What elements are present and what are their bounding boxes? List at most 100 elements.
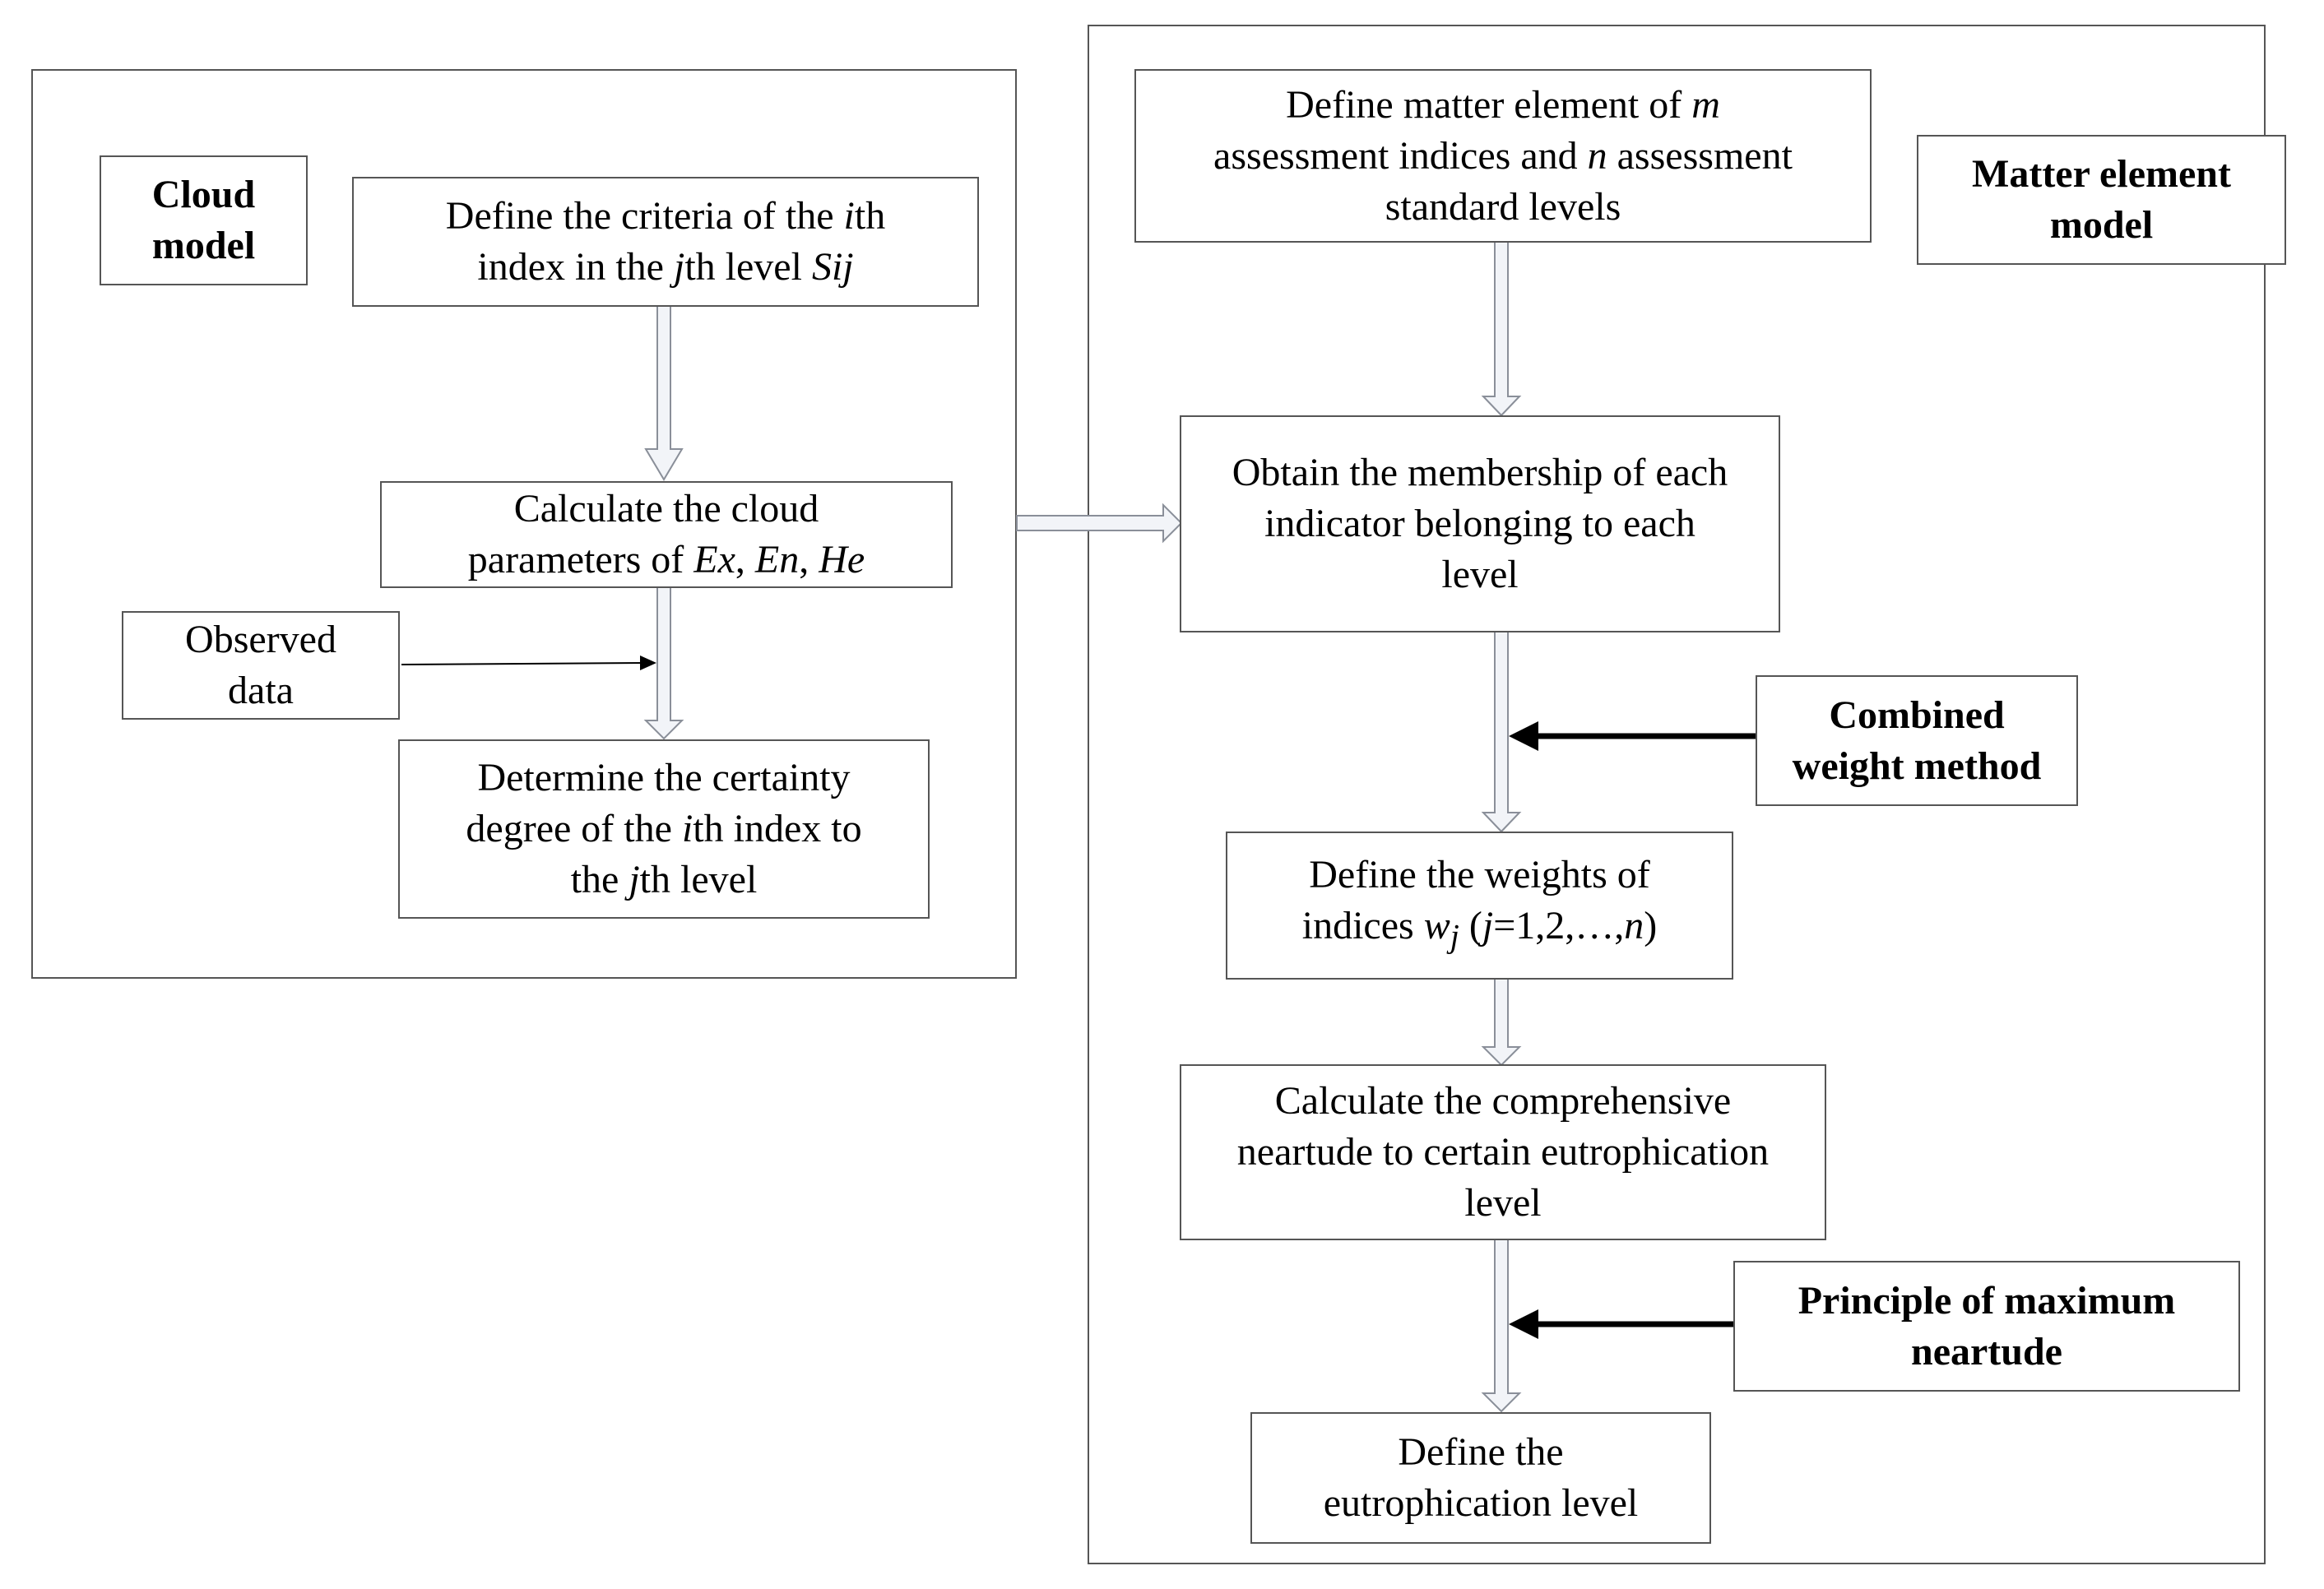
text-run: Define matter element of (1286, 82, 1692, 127)
text-line: level (1441, 549, 1518, 600)
arrow-matter-step4-to-step5 (1481, 1239, 1522, 1413)
text-run: He (819, 538, 865, 581)
text-run: indices (1301, 903, 1424, 947)
text-line: level (1464, 1178, 1541, 1229)
text-run: th index to (693, 807, 862, 850)
text-line: neartude (1911, 1329, 2062, 1374)
text-line: Obtain the membership of each (1232, 447, 1728, 498)
text-run: th level (684, 245, 812, 289)
text-line: Define the weights of (1309, 850, 1650, 901)
text-run: Determine the certainty (477, 756, 851, 799)
matter-element-model-label: Matter element model (1917, 135, 2286, 265)
text-run: Define the weights of (1309, 852, 1650, 896)
text-line: Define the criteria of the ith (446, 191, 885, 242)
text-run: indicator belonging to each (1264, 502, 1695, 545)
arrow-cloud-step1-to-step2 (644, 305, 684, 481)
cloud-step-calculate-parameters: Calculate the cloud parameters of Ex, En,… (380, 481, 953, 588)
text-line: data (228, 665, 294, 716)
arrow-cloud-step2-to-step3 (643, 586, 684, 740)
combined-weight-method-box: Combined weight method (1756, 675, 2078, 806)
matter-step-membership: Obtain the membership of each indicator b… (1180, 415, 1780, 632)
arrow-combined-weight (1509, 721, 1757, 751)
text-run: Ex (693, 538, 735, 581)
text-line: Calculate the cloud (514, 484, 819, 535)
text-run: Obtain the membership of each (1232, 451, 1728, 494)
text-line: Define matter element of m (1286, 80, 1720, 131)
text-run: neartude to certain eutrophication (1236, 1130, 1770, 1174)
text-run: assessment indices and (1213, 133, 1588, 178)
text-run: parameters of (467, 538, 694, 581)
text-run: m (1691, 82, 1720, 127)
text-run: Sij (811, 245, 854, 289)
text-line: indicator belonging to each (1264, 498, 1695, 549)
text-line: index in the jth level Sij (477, 242, 853, 293)
text-line: Calculate the comprehensive (1275, 1076, 1731, 1127)
text-run: th level (639, 858, 758, 901)
cloud-model-label: Cloud model (100, 155, 308, 285)
text-run: i (681, 807, 693, 850)
text-line: eutrophication level (1324, 1478, 1639, 1529)
text-run: =1,2,…, (1493, 903, 1625, 947)
text-run: j (629, 858, 640, 901)
text-run: , (799, 538, 819, 581)
arrow-cloud-to-matter (1016, 503, 1183, 544)
text-run: j (673, 245, 685, 289)
text-line: Determine the certainty (477, 753, 850, 804)
arrow-matter-step3-to-step4 (1481, 978, 1522, 1067)
text-run: w (1423, 903, 1450, 947)
text-run: data (228, 669, 294, 712)
text-line: model (2049, 203, 2154, 247)
matter-step-define-level: Define the eutrophication level (1250, 1412, 1711, 1544)
text-run: index in the (477, 245, 674, 289)
text-line: assessment indices and n assessment (1213, 131, 1793, 182)
text-run: level (1441, 553, 1519, 596)
text-run: the (570, 858, 629, 901)
text-run: ( (1459, 903, 1482, 947)
text-run: Calculate the cloud (513, 487, 819, 530)
text-run: n (1624, 903, 1644, 947)
text-run: j (1450, 917, 1459, 955)
text-line: degree of the ith index to (466, 804, 861, 855)
text-line: standard levels (1385, 182, 1621, 233)
text-run: Define the criteria of the (445, 194, 844, 238)
arrow-matter-step2-to-step3 (1481, 631, 1522, 833)
arrow-principle-max-neartude (1509, 1309, 1734, 1339)
text-run: standard levels (1385, 184, 1621, 229)
text-run: i (843, 194, 855, 238)
observed-data-box: Observed data (122, 611, 400, 720)
text-run: j (1482, 903, 1494, 947)
text-line: neartude to certain eutrophication (1237, 1127, 1769, 1178)
text-line: Combined (1829, 693, 2005, 737)
text-run: assessment (1607, 133, 1793, 178)
text-run: En (754, 538, 800, 581)
text-line: Observed (185, 614, 336, 665)
text-line: Cloud (151, 173, 256, 216)
text-run: , (735, 538, 755, 581)
text-line: Principle of maximum (1798, 1278, 2176, 1323)
arrow-observed-data (401, 656, 656, 670)
text-run: n (1587, 133, 1607, 178)
text-run: Define the (1398, 1430, 1564, 1474)
text-run: th (854, 194, 886, 238)
text-run: Observed (185, 618, 336, 661)
text-run: Calculate the comprehensive (1274, 1079, 1732, 1123)
text-line: indices wj (j=1,2,…,n) (1302, 901, 1658, 962)
arrow-matter-step1-to-step2 (1481, 241, 1522, 417)
text-line: Matter element (1972, 152, 2231, 196)
text-run: ) (1644, 903, 1658, 947)
text-line: weight method (1792, 744, 2042, 788)
text-line: model (151, 224, 256, 267)
matter-step-comprehensive-neartude: Calculate the comprehensive neartude to c… (1180, 1064, 1826, 1240)
text-line: parameters of Ex, En, He (468, 535, 865, 586)
text-run: level (1464, 1181, 1542, 1225)
text-line: Define the (1398, 1427, 1563, 1478)
text-run: eutrophication level (1323, 1481, 1639, 1525)
principle-max-neartude-box: Principle of maximum neartude (1733, 1261, 2240, 1392)
text-run: degree of the (466, 807, 682, 850)
text-line: the jth level (571, 855, 758, 906)
